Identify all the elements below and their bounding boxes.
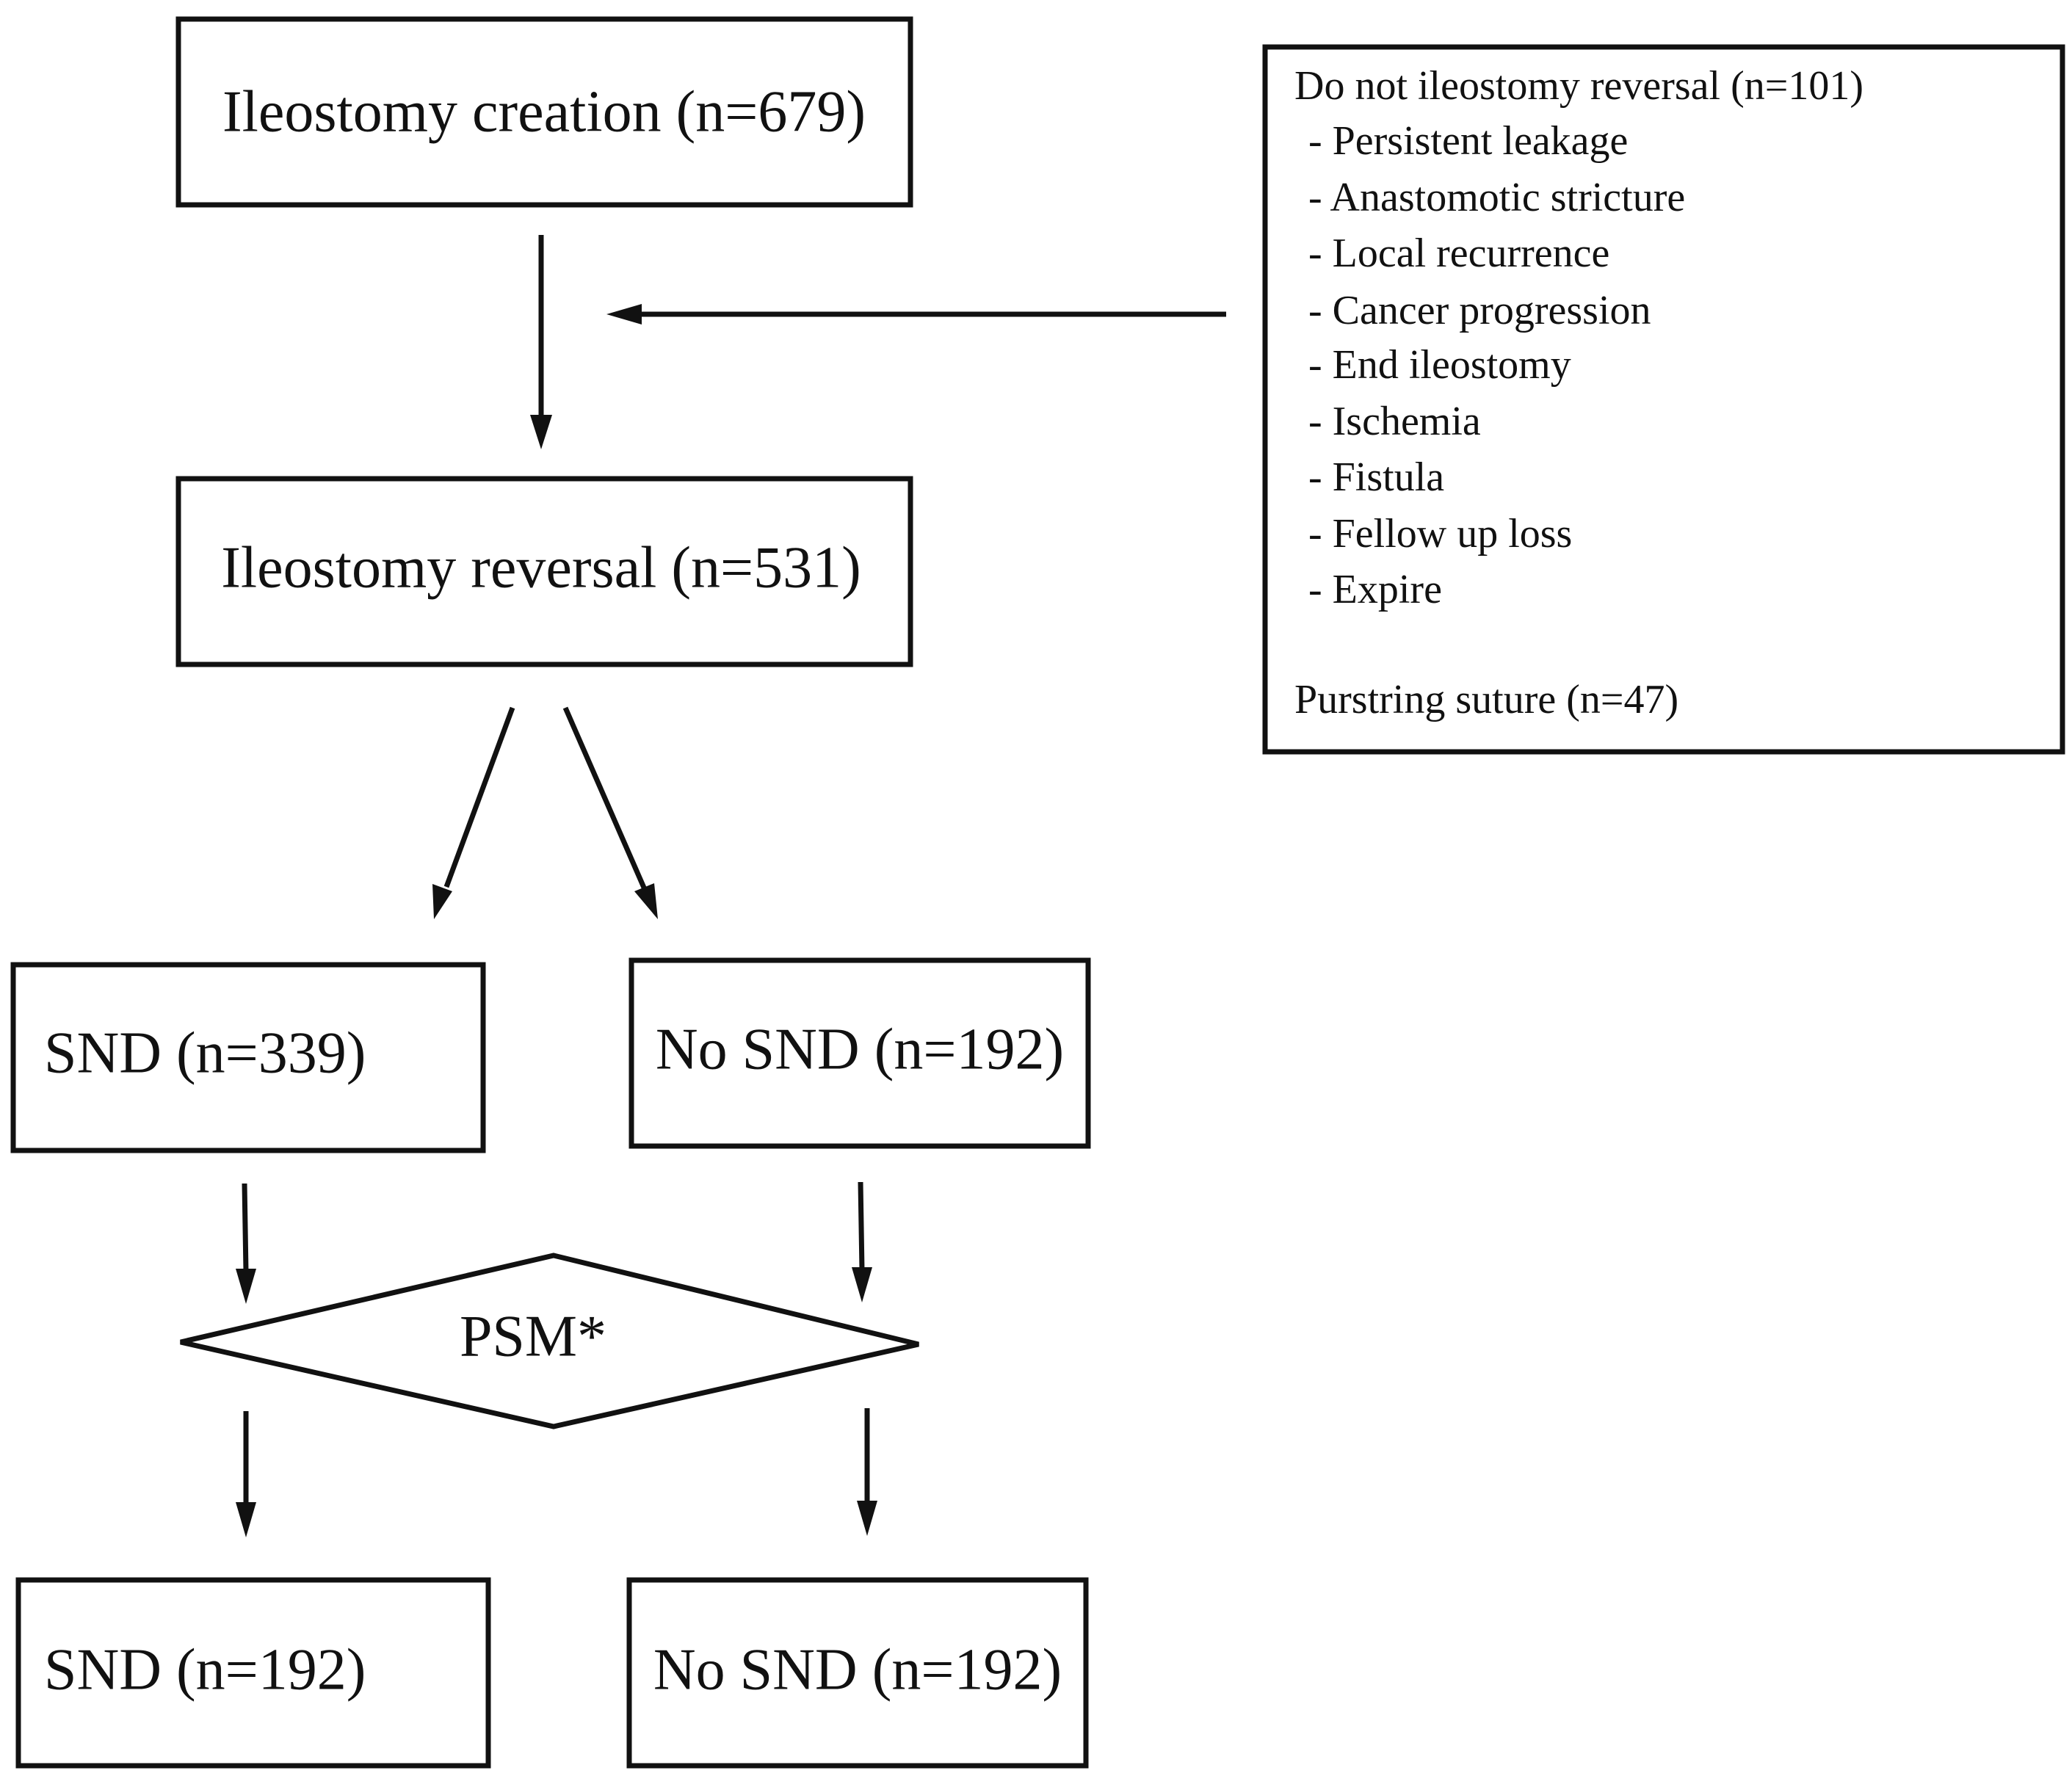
exclusion-title: Do not ileostomy reversal (n=101): [1294, 63, 1863, 109]
exclusion-item: - Cancer progression: [1308, 288, 1651, 333]
arrow-psm-to-snd: [236, 1411, 256, 1537]
exclusion-footer: Purstring suture (n=47): [1294, 677, 1678, 722]
arrow-creation-to-reversal: [530, 235, 552, 449]
arrow-exclusion-to-main: [606, 304, 1226, 325]
arrow-reversal-to-no-snd: [562, 706, 658, 919]
no-snd-before-label: No SND (n=192): [656, 1017, 1064, 1081]
arrow-snd-to-psm: [236, 1183, 256, 1304]
snd-after-box: SND (n=192): [15, 1577, 491, 1769]
snd-before-box: SND (n=339): [10, 962, 486, 1153]
no-snd-after-box: No SND (n=192): [626, 1577, 1089, 1769]
exclusion-item: - Fellow up loss: [1308, 511, 1572, 557]
ileostomy-reversal-box: Ileostomy reversal (n=531): [175, 476, 913, 667]
arrow-no-snd-to-psm: [852, 1181, 872, 1302]
exclusion-box: Do not ileostomy reversal (n=101) - Pers…: [1262, 44, 2065, 755]
ileostomy-reversal-label: Ileostomy reversal (n=531): [221, 535, 861, 600]
arrow-psm-to-no-snd: [857, 1408, 877, 1536]
snd-before-label: SND (n=339): [44, 1021, 366, 1085]
exclusion-item: - Ischemia: [1308, 399, 1481, 444]
exclusion-item: - Anastomotic stricture: [1308, 175, 1685, 220]
no-snd-before-box: No SND (n=192): [629, 957, 1091, 1149]
arrow-reversal-to-snd: [432, 706, 515, 919]
exclusion-item: - Expire: [1308, 567, 1442, 612]
psm-label: PSM*: [460, 1304, 606, 1369]
exclusion-item: - End ileostomy: [1308, 342, 1571, 388]
ileostomy-creation-box: Ileostomy creation (n=679): [175, 16, 913, 208]
snd-after-label: SND (n=192): [44, 1637, 366, 1702]
exclusion-item: - Persistent leakage: [1308, 118, 1628, 164]
exclusion-item: - Local recurrence: [1308, 231, 1609, 276]
no-snd-after-label: No SND (n=192): [653, 1637, 1062, 1702]
ileostomy-creation-label: Ileostomy creation (n=679): [222, 79, 866, 144]
psm-decision-diamond: PSM*: [180, 1253, 919, 1429]
exclusion-item: - Fistula: [1308, 454, 1444, 500]
